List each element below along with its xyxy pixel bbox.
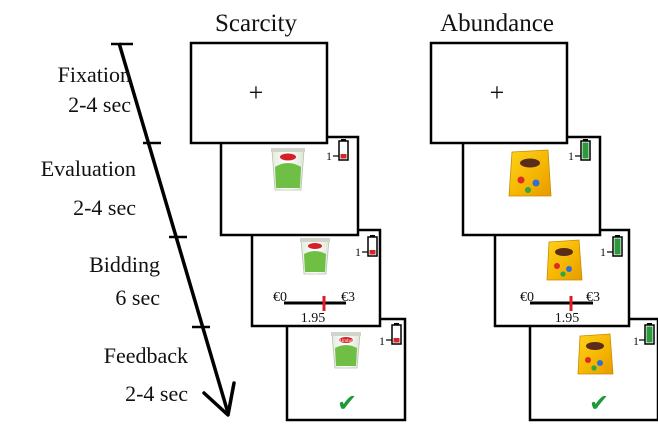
- phase-duration: 6 sec: [115, 285, 160, 310]
- battery-icon: [639, 323, 655, 345]
- battery-icon: [333, 139, 349, 161]
- bid-scale-max-label: €3: [341, 290, 355, 305]
- yogurt-brand-text: Almhof: [338, 339, 354, 344]
- battery-icon: [607, 235, 623, 257]
- bid-value-label: 1.95: [301, 311, 326, 326]
- scarcity-bidding-screen: €0 €3 1.95 1: [250, 228, 382, 328]
- bid-scale-min-label: €0: [520, 290, 534, 305]
- abundance-feedback-screen: ✔ 1: [528, 317, 658, 422]
- battery-icon: [575, 139, 591, 161]
- phase-duration: 2-4 sec: [125, 381, 188, 406]
- battery-level-label: 1: [568, 149, 574, 163]
- bid-scale-min-label: €0: [273, 290, 287, 305]
- phase-name: Bidding: [89, 252, 160, 277]
- abundance-bidding-screen: €0 €3 1.95 1: [493, 228, 631, 328]
- battery-level-label: 1: [600, 245, 606, 259]
- fixation-cross: +: [490, 78, 505, 107]
- phase-name: Feedback: [104, 343, 188, 368]
- candy-bag-image: [577, 333, 614, 375]
- bid-value-label: 1.95: [555, 311, 580, 326]
- candy-bag-image: [508, 149, 552, 197]
- fixation-cross: +: [249, 78, 264, 107]
- yogurt-cup-image: [300, 238, 330, 275]
- phase-name: Fixation: [58, 62, 131, 87]
- scarcity-fixation-screen: +: [189, 41, 329, 145]
- battery-icon: [386, 323, 402, 345]
- checkmark-icon: ✔: [589, 389, 609, 417]
- battery-level-label: 1: [379, 334, 385, 348]
- yogurt-cup-image: [271, 148, 305, 191]
- condition-label-abundance: Abundance: [440, 10, 554, 37]
- abundance-fixation-screen: +: [429, 41, 569, 145]
- phase-duration: 2-4 sec: [68, 92, 131, 117]
- bid-scale-max-label: €3: [586, 290, 600, 305]
- battery-level-label: 1: [633, 334, 639, 348]
- phase-labels: Fixation 2-4 sec Evaluation 2-4 sec Bidd…: [41, 62, 189, 406]
- condition-label-scarcity: Scarcity: [215, 10, 297, 37]
- abundance-evaluation-screen: 1: [461, 135, 602, 237]
- timeline-arrow: [111, 42, 236, 417]
- battery-icon: [362, 235, 378, 257]
- scarcity-evaluation-screen: 1: [219, 135, 360, 237]
- checkmark-icon: ✔: [337, 389, 357, 417]
- candy-bag-image: [546, 239, 583, 281]
- scarcity-feedback-screen: Almhof ✔ 1: [285, 317, 407, 422]
- battery-level-label: 1: [355, 245, 361, 259]
- yogurt-cup-image: Almhof: [331, 332, 361, 369]
- battery-level-label: 1: [326, 149, 332, 163]
- phase-duration: 2-4 sec: [73, 195, 136, 220]
- phase-name: Evaluation: [41, 156, 136, 181]
